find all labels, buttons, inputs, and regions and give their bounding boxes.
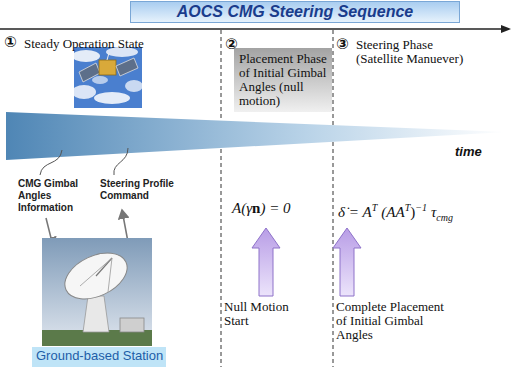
equation-part: T bbox=[372, 202, 378, 213]
leader-line bbox=[40, 150, 62, 175]
node-text: Ground-based Station bbox=[36, 348, 162, 364]
label-text: Steering Phase (Satellite Manuever) bbox=[356, 38, 481, 66]
time-axis bbox=[0, 25, 511, 33]
phase-divider bbox=[333, 30, 334, 367]
equation: A(γn) = 0 bbox=[232, 198, 291, 218]
antenna-picture bbox=[42, 238, 152, 346]
label-text: Null Motion Start bbox=[224, 300, 304, 328]
time-wedge bbox=[6, 112, 507, 160]
equation-part: n bbox=[252, 200, 260, 216]
equation-part: ) bbox=[410, 204, 415, 220]
equation-part: cmg bbox=[436, 212, 453, 223]
label-text: Complete Placement of Initial Gimbal Ang… bbox=[336, 300, 448, 342]
equation: δ̇ = AT(AAT)−1τcmg bbox=[338, 198, 453, 228]
equation-part: A(γ bbox=[232, 200, 252, 216]
label-text: ③ bbox=[336, 35, 349, 53]
label-text: CMG Gimbal Angles Information bbox=[18, 178, 90, 214]
label-text: Steering Profile Command bbox=[100, 178, 192, 202]
label-text: time bbox=[455, 144, 482, 159]
label-text: ① bbox=[4, 33, 17, 51]
equation-part: δ̇ = A bbox=[338, 204, 372, 220]
equation-part: τ bbox=[431, 204, 436, 220]
event-arrow bbox=[333, 228, 361, 296]
title-banner: AOCS CMG Steering Sequence bbox=[130, 1, 460, 23]
leader-line bbox=[114, 148, 128, 175]
equation-part: ) = 0 bbox=[260, 200, 290, 216]
equation-part: −1 bbox=[415, 202, 427, 213]
event-arrow bbox=[252, 228, 280, 296]
equation-part: T bbox=[405, 202, 411, 213]
station-label-box: Ground-based Station bbox=[32, 347, 166, 367]
label-text: ② bbox=[225, 35, 238, 53]
node-text: Placement Phase of Initial Gimbal Angles… bbox=[239, 52, 327, 108]
equation-part: (AA bbox=[381, 204, 404, 220]
title-text: AOCS CMG Steering Sequence bbox=[177, 3, 414, 20]
data-arrow bbox=[122, 210, 128, 242]
satellite-picture bbox=[72, 47, 143, 108]
phase-box: Placement Phase of Initial Gimbal Angles… bbox=[234, 48, 332, 112]
phase-divider bbox=[221, 30, 222, 367]
label-text: Steady Operation State bbox=[24, 37, 144, 51]
